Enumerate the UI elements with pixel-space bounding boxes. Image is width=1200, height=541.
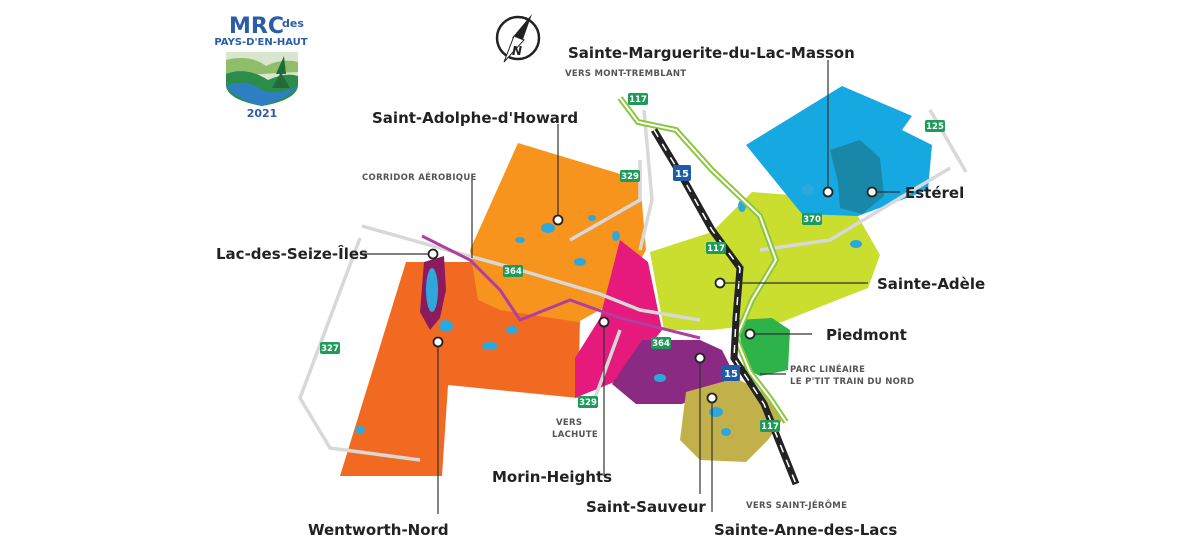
- lakes: [355, 184, 862, 436]
- marker-sainte-marguerite: [822, 186, 834, 198]
- logo-title-des: des: [282, 17, 304, 30]
- mrc-logo: MRC des PAYS-D'EN-HAUT 2021: [214, 14, 307, 120]
- compass-letter: N: [512, 44, 522, 58]
- shield-329-bot: 329: [579, 398, 597, 408]
- marker-esterel: [866, 186, 878, 198]
- shield-327: 327: [321, 344, 339, 354]
- logo-title-main: MRC: [229, 14, 284, 39]
- marker-lac-seize-iles: [427, 248, 439, 260]
- shield-117-top: 117: [629, 95, 647, 105]
- marker-morin-heights: [598, 316, 610, 328]
- sainte-adele-area[interactable]: [650, 192, 880, 330]
- shield-15-top: 15: [675, 169, 689, 180]
- note-parc-lineaire-2: LE P'TIT TRAIN DU NORD: [790, 377, 914, 387]
- sainte-anne-area[interactable]: [680, 378, 782, 462]
- label-piedmont: Piedmont: [826, 326, 907, 344]
- shield-117-bot: 117: [761, 422, 779, 432]
- label-esterel: Estérel: [905, 184, 964, 202]
- corridor-aerobique-trail: [421, 234, 701, 340]
- shield-364-mid: 364: [652, 339, 670, 349]
- note-corridor-aerobique: CORRIDOR AÉROBIQUE: [362, 171, 477, 183]
- label-wentworth-nord: Wentworth-Nord: [308, 521, 449, 539]
- leader-lines: [360, 60, 900, 514]
- note-vers-lachute-1: VERS: [556, 418, 582, 428]
- marker-saint-sauveur: [694, 352, 706, 364]
- shield-15-bot: 15: [724, 369, 738, 380]
- logo-year: 2021: [247, 107, 278, 120]
- shield-370: 370: [803, 215, 821, 225]
- marker-sainte-adele: [714, 277, 726, 289]
- shield-364-left: 364: [504, 267, 522, 277]
- note-vers-saint-jerome: VERS SAINT-JÉRÔME: [746, 499, 847, 511]
- note-vers-mont-tremblant: VERS MONT-TREMBLANT: [565, 69, 686, 79]
- label-lac-seize-iles: Lac-des-Seize-Îles: [216, 244, 368, 263]
- label-sainte-adele: Sainte-Adèle: [877, 275, 985, 293]
- label-sainte-anne: Sainte-Anne-des-Lacs: [714, 521, 897, 539]
- compass-icon: N: [495, 14, 541, 63]
- parc-lineaire-trail: [617, 96, 789, 424]
- label-morin-heights: Morin-Heights: [492, 468, 612, 486]
- marker-piedmont: [744, 328, 756, 340]
- wentworth-nord-area[interactable]: [340, 262, 580, 476]
- label-saint-sauveur: Saint-Sauveur: [586, 498, 706, 516]
- shield-125: 125: [926, 122, 944, 132]
- saint-adolphe-area[interactable]: [470, 143, 646, 322]
- label-sainte-marguerite: Sainte-Marguerite-du-Lac-Masson: [568, 44, 855, 62]
- shield-117-mid: 117: [707, 244, 725, 254]
- label-saint-adolphe: Saint-Adolphe-d'Howard: [372, 109, 578, 127]
- route-shields: 117 125 329 15 370 117 364 327 364 15 32…: [320, 93, 945, 432]
- autoroute-15: [650, 128, 800, 486]
- logo-subtitle: PAYS-D'EN-HAUT: [214, 37, 307, 48]
- note-parc-lineaire-1: PARC LINÉAIRE: [790, 363, 865, 375]
- roads: [298, 109, 968, 462]
- municipality-markers: [427, 186, 878, 404]
- shield-329-top: 329: [621, 172, 639, 182]
- note-vers-lachute-2: LACHUTE: [552, 430, 598, 440]
- marker-wentworth-nord: [432, 336, 444, 348]
- logo-tree-icon: [272, 56, 290, 88]
- marker-sainte-anne: [706, 392, 718, 404]
- marker-saint-adolphe: [552, 214, 564, 226]
